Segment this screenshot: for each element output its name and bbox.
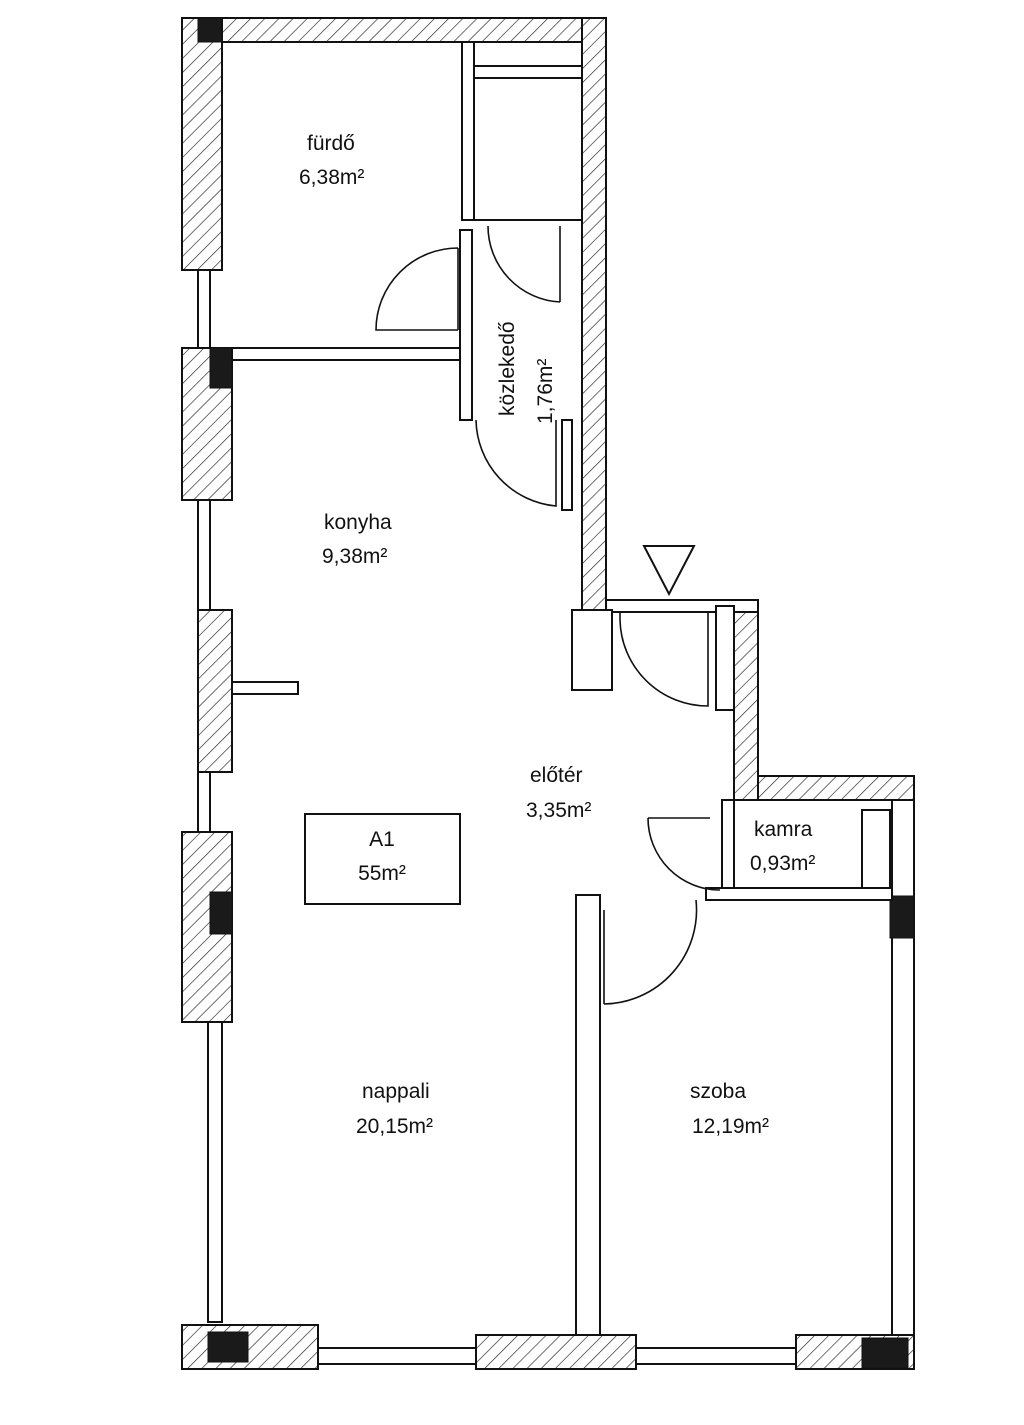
room-area-kozlekedo: 1,76m² — [534, 359, 557, 424]
room-area-konyha: 9,38m² — [322, 545, 387, 568]
room-labels: fürdő 6,38m² közlekedő 1,76m² konyha 9,3… — [299, 132, 815, 1138]
column-bottom-left — [207, 1331, 249, 1363]
window-bottom-2 — [635, 1347, 797, 1365]
window-left-2 — [197, 499, 211, 611]
room-name-furdo: fürdő — [307, 132, 355, 155]
door-corridor — [475, 419, 557, 507]
room-area-nappali: 20,15m² — [356, 1115, 433, 1138]
room-area-kamra: 0,93m² — [750, 852, 815, 875]
room-name-kozlekedo: közlekedő — [496, 321, 519, 416]
wall-kamra-left — [721, 799, 735, 889]
window-left-4 — [207, 1021, 223, 1323]
column-left-mid3 — [209, 891, 233, 935]
walls — [181, 17, 915, 1370]
unit-box: A1 55m² — [304, 813, 461, 905]
door-entry — [619, 612, 709, 707]
wall-kamra-top — [733, 775, 915, 801]
wall-left-mid2 — [197, 609, 233, 773]
door-bath — [375, 247, 459, 331]
column-top-left — [197, 17, 223, 43]
unit-name: A1 — [369, 828, 395, 851]
wall-corridor-right — [561, 419, 573, 511]
wall-entry-jamb — [715, 605, 735, 711]
room-name-kamra: kamra — [754, 818, 813, 841]
window-left-3 — [197, 771, 211, 833]
room-name-nappali: nappali — [362, 1080, 430, 1103]
wall-nappali-szoba — [575, 894, 601, 1336]
wall-right-upper — [581, 17, 607, 613]
wall-right-lower — [891, 799, 915, 1336]
room-area-eloter: 3,35m² — [526, 799, 591, 822]
door-szoba — [603, 899, 698, 1005]
column-bottom-right — [861, 1337, 909, 1369]
wall-top — [221, 17, 607, 43]
wall-left-upper — [181, 17, 223, 271]
room-name-szoba: szoba — [690, 1080, 746, 1103]
door-storage — [487, 225, 561, 303]
wall-bottom-left — [181, 1324, 319, 1370]
wall-storage-top-h — [473, 65, 583, 79]
room-area-furdo: 6,38m² — [299, 166, 364, 189]
wall-kamra-right — [861, 809, 891, 889]
wall-entry-left — [571, 609, 613, 691]
room-name-eloter: előtér — [530, 764, 583, 787]
doors — [375, 225, 721, 1005]
wall-bottom-mid — [475, 1334, 637, 1370]
wall-right-step — [733, 605, 759, 801]
window-bottom-1 — [317, 1347, 477, 1365]
column-right-lower — [889, 895, 915, 939]
room-area-szoba: 12,19m² — [692, 1115, 769, 1138]
wall-storage-top — [461, 41, 475, 221]
wall-kitchen-stub — [231, 681, 299, 695]
door-kamra — [647, 817, 721, 891]
room-name-konyha: konyha — [324, 511, 392, 534]
wall-entry-top — [605, 599, 759, 613]
unit-area: 55m² — [358, 862, 406, 885]
wall-szoba-top — [705, 887, 893, 901]
wall-bath-right — [459, 229, 473, 421]
column-left-mid1 — [209, 347, 233, 389]
wall-bath-bottom — [231, 347, 461, 361]
entrance-marker — [642, 545, 696, 597]
window-left-1 — [197, 269, 211, 351]
